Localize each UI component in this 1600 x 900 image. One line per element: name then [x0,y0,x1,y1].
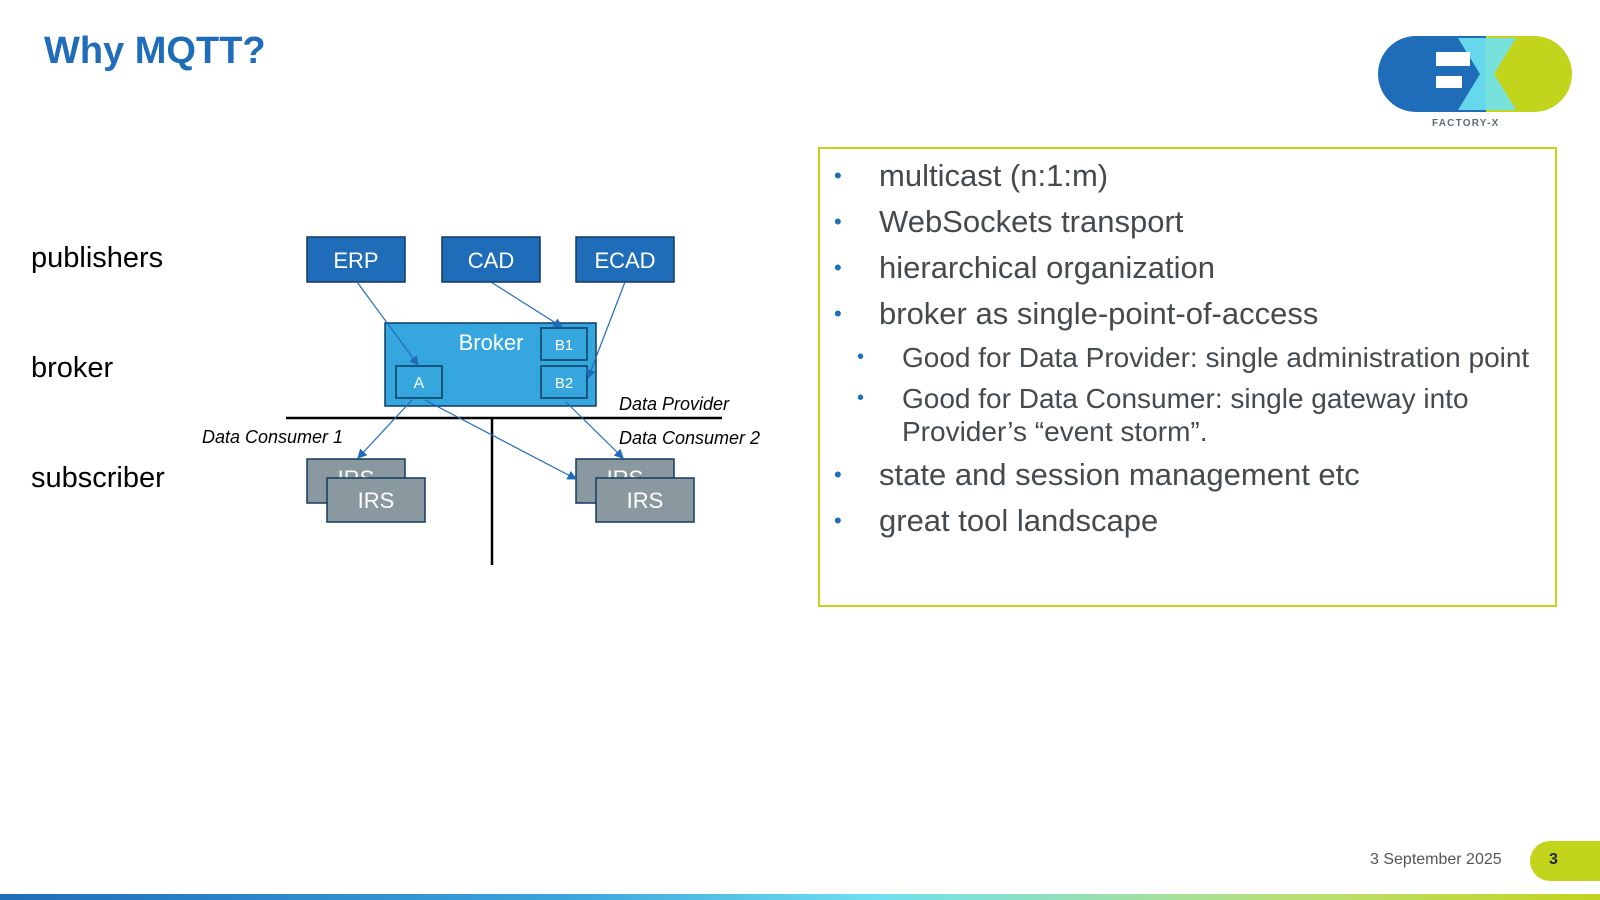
bullet-text: WebSockets transport [879,204,1184,239]
mqtt-diagram: ERP CAD ECAD Broker A B1 B2 Data Provide… [202,236,760,565]
bullet-dot-icon: • [857,346,865,368]
subscriber-irs-2-front-label: IRS [627,488,664,513]
row-label-broker: broker [31,352,114,384]
data-consumer-2-label: Data Consumer 2 [619,428,760,448]
message-arrows [356,281,626,480]
row-label-subscriber: subscriber [31,462,165,494]
bullet-dot-icon: • [834,209,842,234]
publisher-cad-label: CAD [468,248,514,273]
bullet-dot-icon: • [857,387,865,409]
arrow-erp-to-a [356,281,419,366]
data-provider-label: Data Provider [619,394,730,414]
bullet-dot-icon: • [834,462,842,487]
slide-title: Why MQTT? [44,30,266,72]
subscriber-irs-2-front: IRS [595,477,695,523]
bullet-item: • multicast (n:1:m) [820,157,1555,195]
logo-text: FACTORY-X [1432,118,1500,129]
bottom-gradient-bar [0,894,1600,900]
topic-a-label: A [414,375,425,392]
page-number: 3 [1549,851,1558,868]
bullet-dot-icon: • [834,508,842,533]
arrow-ecad-to-b2 [586,281,626,380]
logo-lime-shape [1486,36,1572,112]
bullet-box: • multicast (n:1:m) • WebSockets transport… [818,147,1557,607]
publisher-erp: ERP [306,236,406,283]
bullet-item: • state and session management etc [820,456,1555,494]
logo-f-bar-mid [1436,76,1462,88]
bullet-dot-icon: • [834,255,842,280]
slide-date: 3 September 2025 [1370,851,1502,868]
bullet-text: great tool landscape [879,503,1159,538]
bullet-item: • broker as single-point-of-access [820,295,1555,333]
arrow-a-to-consumer1 [357,399,413,459]
topic-b1: B1 [540,327,588,361]
arrow-a-to-consumer2 [424,399,578,480]
bullet-text: Good for Data Consumer: single gateway i… [902,383,1469,447]
logo-f-bar-top [1436,52,1470,66]
bullet-text: broker as single-point-of-access [879,296,1319,331]
bullet-item: • WebSockets transport [820,203,1555,241]
bullet-item: • hierarchical organization [820,249,1555,287]
topic-b1-label: B1 [555,337,573,354]
topic-b2-label: B2 [555,375,573,392]
publisher-erp-label: ERP [333,248,378,273]
bullet-dot-icon: • [834,163,842,188]
bullet-text: Good for Data Provider: single administr… [902,342,1530,373]
arrow-b2-to-consumer2 [565,401,624,459]
topic-b2: B2 [540,365,588,399]
bullet-list: • multicast (n:1:m) • WebSockets transport… [820,157,1555,548]
bullet-text: hierarchical organization [879,250,1216,285]
topic-a: A [395,365,443,399]
arrow-cad-to-b1 [490,281,564,328]
factory-x-logo [1378,36,1572,112]
publisher-cad: CAD [441,236,541,283]
row-label-publishers: publishers [31,242,164,274]
publisher-ecad-label: ECAD [594,248,655,273]
publisher-ecad: ECAD [575,236,675,283]
sub-bullet-item: • Good for Data Provider: single administ… [820,341,1555,374]
page-number-pill [1530,841,1600,881]
bullet-text: multicast (n:1:m) [879,158,1109,193]
data-consumer-1-label: Data Consumer 1 [202,427,343,447]
subscriber-irs-1-front: IRS [326,477,426,523]
bullet-text: state and session management etc [879,457,1360,492]
bullet-item: • great tool landscape [820,502,1555,540]
bullet-dot-icon: • [834,301,842,326]
logo-x-mark [1458,38,1516,110]
subscriber-irs-1-front-label: IRS [358,488,395,513]
sub-bullet-item: • Good for Data Consumer: single gateway … [820,382,1555,448]
broker-label: Broker [459,330,524,355]
